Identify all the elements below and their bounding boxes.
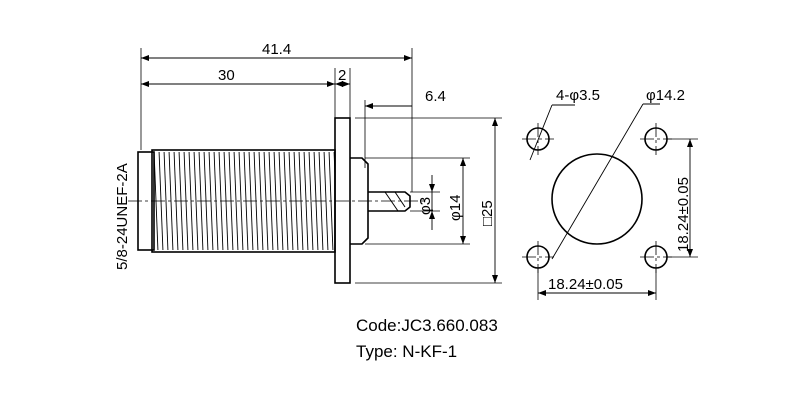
- thread-spec-label: 5/8-24UNEF-2A: [114, 163, 131, 270]
- dimension-arrows: [141, 55, 693, 296]
- flange-thickness-label: 2: [338, 67, 346, 84]
- thread-lines: [153, 152, 335, 250]
- mount-hole-top-left: [522, 123, 554, 155]
- overall-length-label: 41.4: [262, 41, 291, 58]
- part-code: Code:JC3.660.083: [356, 316, 498, 335]
- body-length-label: 30: [218, 67, 235, 84]
- mount-holes-label: 4-φ3.5: [556, 87, 600, 104]
- pin-extension-label: 6.4: [425, 88, 446, 105]
- pin-diameter-label: φ3: [417, 197, 434, 215]
- center-hole-label: φ14.2: [646, 87, 685, 104]
- front-view: [522, 103, 698, 300]
- hole-spacing-horizontal-label: 18.24±0.05: [548, 276, 623, 293]
- flange-square-label: □25: [479, 200, 496, 226]
- side-view: [128, 48, 502, 284]
- part-type: Type: N-KF-1: [356, 342, 458, 361]
- hole-spacing-vertical-label: 18.24±0.05: [675, 177, 692, 252]
- insulator-diameter-label: φ14: [447, 195, 464, 221]
- center-hole: [551, 153, 643, 245]
